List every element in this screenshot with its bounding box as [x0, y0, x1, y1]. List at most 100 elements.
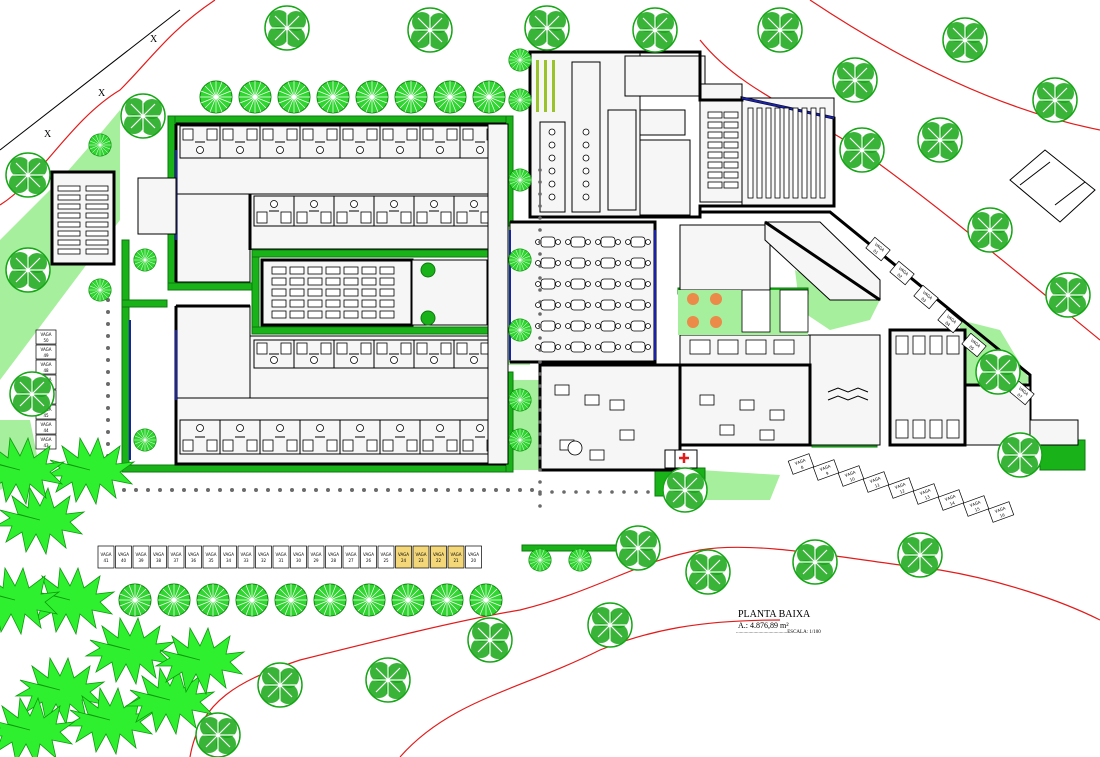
stall-number: 30 — [296, 558, 302, 563]
shrub-icon — [133, 428, 157, 452]
stall-number: 28 — [331, 558, 337, 563]
dorm-unit — [419, 125, 461, 159]
path-marker — [538, 288, 542, 292]
tree-icon — [5, 247, 51, 293]
path-marker — [398, 488, 402, 492]
dorm-unit — [179, 125, 221, 159]
path-marker — [482, 488, 486, 492]
dorm-unit — [339, 125, 381, 159]
path-marker — [314, 488, 318, 492]
shelf — [707, 151, 723, 159]
tree-icon — [195, 712, 241, 757]
dorm-unit — [179, 419, 221, 455]
shrub-icon — [157, 583, 191, 617]
dorm-unit — [339, 419, 381, 455]
shrub-icon — [313, 583, 347, 617]
path-marker — [410, 488, 414, 492]
path-marker — [446, 488, 450, 492]
dorm-unit — [253, 195, 295, 227]
desk — [85, 185, 109, 192]
property-outline — [1009, 149, 1096, 223]
tree-icon — [1045, 272, 1091, 318]
shelf — [765, 107, 772, 199]
seat — [271, 288, 287, 297]
tree-icon — [1032, 77, 1078, 123]
tree-icon — [632, 7, 678, 53]
palm-tree-icon — [0, 487, 85, 555]
toilet — [582, 180, 590, 188]
seat — [379, 277, 395, 286]
stall-number: 02 — [896, 272, 903, 279]
seat — [289, 288, 305, 297]
toilet — [548, 167, 556, 175]
tree-icon — [685, 549, 731, 595]
tree-icon — [9, 371, 55, 417]
stall-label: VAGA — [346, 552, 357, 557]
path-marker — [538, 312, 542, 316]
perimeter-path — [106, 168, 650, 508]
shelf — [723, 111, 739, 119]
dining-table — [595, 320, 621, 332]
seat — [307, 288, 323, 297]
stall-number: 03 — [920, 296, 927, 303]
tree-icon — [264, 5, 310, 51]
seat — [325, 288, 341, 297]
dorm-unit — [259, 125, 301, 159]
path-marker — [106, 322, 110, 326]
stall-number: 41 — [103, 558, 109, 563]
dining-table — [565, 299, 591, 311]
path-marker — [122, 488, 126, 492]
stall-number: 38 — [156, 558, 162, 563]
dorm-unit — [219, 125, 261, 159]
desk — [85, 230, 109, 237]
bed — [773, 339, 795, 355]
path-marker — [242, 488, 246, 492]
dorm-unit — [293, 195, 335, 227]
path-marker — [538, 408, 542, 412]
stall-label: VAGA — [451, 552, 462, 557]
dining-table — [595, 341, 621, 353]
shrub-icon — [391, 583, 425, 617]
path-marker — [550, 490, 554, 494]
tree-icon — [917, 117, 963, 163]
classroom-pavilion — [50, 170, 116, 266]
stall-label: VAGA — [944, 493, 956, 502]
path-marker — [106, 430, 110, 434]
seat — [289, 299, 305, 308]
shrub-icon — [199, 80, 233, 114]
shelf — [723, 161, 739, 169]
stall-number: 15 — [974, 506, 981, 513]
shrub-icon — [88, 133, 112, 157]
path-marker — [538, 204, 542, 208]
toilet — [582, 141, 590, 149]
seat — [379, 266, 395, 275]
path-marker — [538, 490, 542, 494]
dining-table — [565, 257, 591, 269]
seat — [271, 277, 287, 286]
path-marker — [302, 488, 306, 492]
dining-table — [595, 278, 621, 290]
stall-label: VAGA — [970, 338, 982, 349]
path-marker — [538, 444, 542, 448]
stall-label: VAGA — [398, 552, 409, 557]
stall-number: 9 — [825, 470, 830, 476]
path-marker — [538, 228, 542, 232]
stall-number: 35 — [208, 558, 214, 563]
shelf — [774, 107, 781, 199]
seat — [307, 266, 323, 275]
seat — [325, 277, 341, 286]
shelf — [723, 181, 739, 189]
tree-icon — [587, 602, 633, 648]
path-marker — [230, 488, 234, 492]
dorm-unit — [373, 339, 415, 369]
shelf — [707, 131, 723, 139]
